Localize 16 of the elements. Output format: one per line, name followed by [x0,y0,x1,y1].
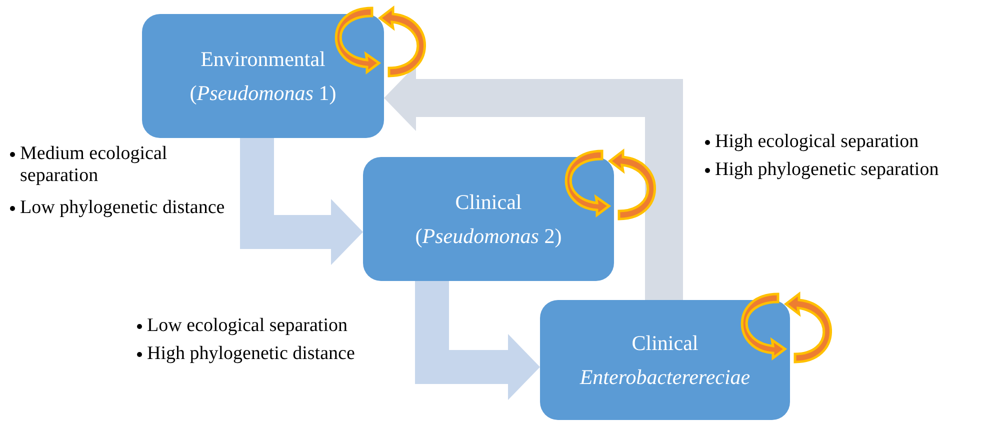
block-arrow [415,281,540,400]
bullet-text: High ecological separation [715,131,920,153]
box-subtitle: Enterobacterereciae [580,364,750,391]
rounded-box [363,157,614,281]
rounded-box [142,14,384,138]
box-title: Clinical [632,330,698,357]
box-title: Environmental [200,46,326,73]
bullet-text: Low phylogenetic distance [20,197,226,219]
bullet-text: High phylogenetic separation [715,159,940,181]
box-subtitle: (Pseudomonas 1) [190,80,336,107]
bullet-text: Low ecological separation [147,315,348,337]
box-subtitle: (Pseudomonas 2) [415,223,562,250]
rounded-box [540,300,790,420]
bullet-text: Medium ecological separation [20,143,168,187]
box-title: Clinical [455,189,522,216]
bullet-text: High phylogenetic distance [147,343,356,365]
